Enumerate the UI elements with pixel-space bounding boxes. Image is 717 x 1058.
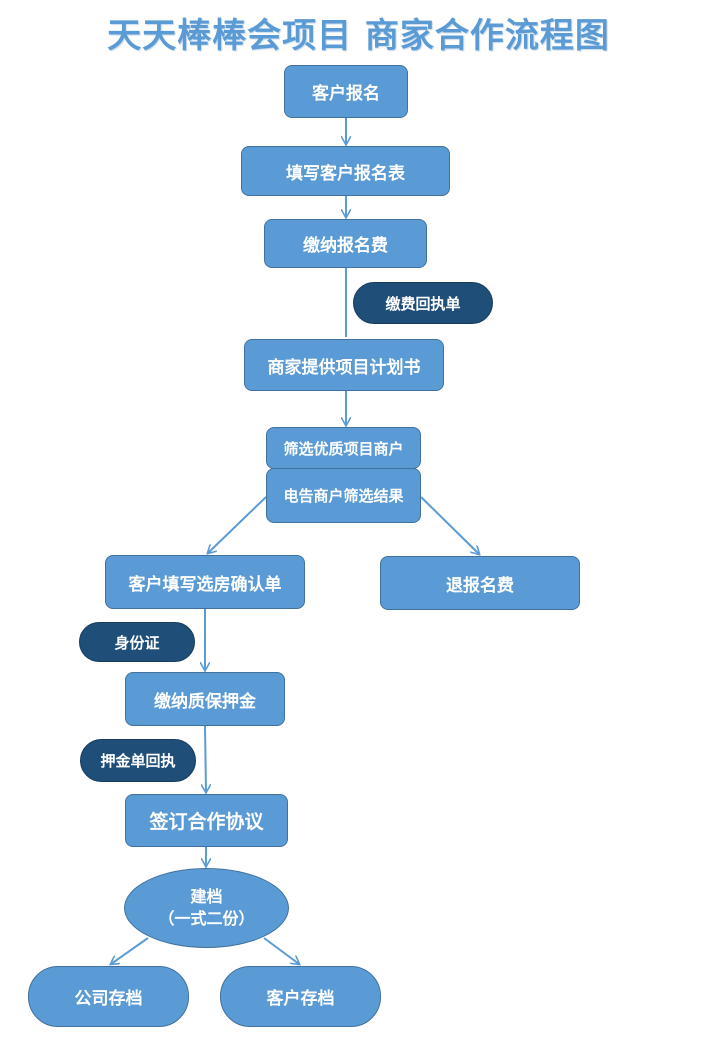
- node-fill-form: 填写客户报名表: [241, 146, 450, 196]
- arrow-notify-room: [208, 496, 267, 553]
- node-merchant-plan: 商家提供项目计划书: [244, 339, 444, 391]
- arrow-deposit-agreement: [205, 725, 206, 792]
- node-refund: 退报名费: [380, 556, 580, 610]
- node-deposit-receipt: 押金单回执: [80, 739, 196, 782]
- node-screen: 筛选优质项目商户: [266, 427, 421, 469]
- node-customer-archive: 客户存档: [220, 966, 381, 1027]
- node-signup: 客户报名: [284, 65, 408, 118]
- arrow-archive-company: [111, 937, 149, 964]
- archive-sublabel: （一式二份）: [158, 909, 255, 928]
- page-title: 天天棒棒会项目 商家合作流程图: [107, 16, 610, 56]
- archive-label: 建档: [190, 887, 223, 906]
- node-room-confirm: 客户填写选房确认单: [105, 555, 305, 609]
- node-deposit: 缴纳质保押金: [125, 672, 285, 726]
- arrow-notify-refund: [420, 496, 479, 554]
- node-notify: 电告商户筛选结果: [266, 468, 421, 523]
- node-id-card: 身份证: [79, 622, 195, 662]
- node-agreement: 签订合作协议: [125, 794, 288, 847]
- node-fee-receipt: 缴费回执单: [353, 282, 493, 324]
- node-pay-fee: 缴纳报名费: [264, 219, 427, 268]
- arrow-archive-customer: [263, 937, 299, 964]
- node-archive: 建档 （一式二份）: [124, 868, 289, 948]
- node-company-archive: 公司存档: [28, 966, 189, 1027]
